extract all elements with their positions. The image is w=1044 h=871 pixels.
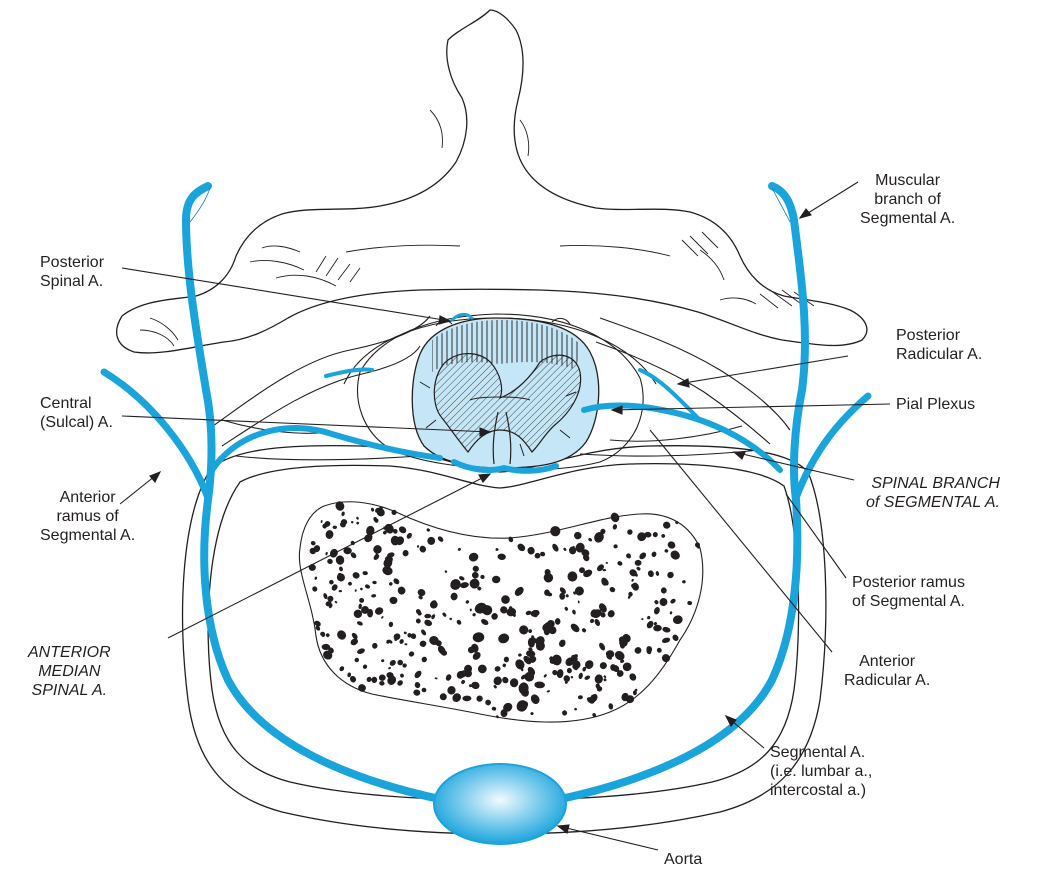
label-line: intercostal a.) <box>770 781 872 800</box>
label-line: ramus of <box>40 507 135 526</box>
label-line: Radicular A. <box>844 671 930 690</box>
label-line: of SEGMENTAL A. <box>866 493 1000 512</box>
label-line: Aorta <box>664 850 702 869</box>
label-muscular-branch: Muscular branch of Segmental A. <box>860 171 955 228</box>
label-line: Radicular A. <box>896 345 982 364</box>
label-spinal-branch: SPINAL BRANCH of SEGMENTAL A. <box>866 474 1000 512</box>
label-posterior-radicular: Posterior Radicular A. <box>896 326 982 364</box>
vertebral-arch <box>117 10 867 353</box>
bone-speck <box>568 571 578 581</box>
label-line: Central <box>40 394 113 413</box>
label-central-sulcal: Central (Sulcal) A. <box>40 394 113 432</box>
label-anterior-radicular: Anterior Radicular A. <box>844 652 930 690</box>
label-line: Segmental A. <box>770 743 872 762</box>
label-line: Segmental A. <box>40 526 135 545</box>
aorta <box>434 764 566 844</box>
spinal-cord <box>412 318 598 468</box>
bone-speck <box>635 560 642 566</box>
label-line: Spinal A. <box>40 272 104 291</box>
label-line: of Segmental A. <box>852 592 965 611</box>
label-pial-plexus: Pial Plexus <box>896 395 975 414</box>
label-line: SPINAL BRANCH <box>866 474 1000 493</box>
bone-speck <box>470 609 472 612</box>
label-line: MEDIAN <box>28 662 111 681</box>
label-line: Posterior ramus <box>852 573 965 592</box>
label-line: SPINAL A. <box>28 681 111 700</box>
cancellous-bone <box>299 500 702 722</box>
bone-speck <box>449 618 452 620</box>
label-anterior-median-spinal: ANTERIOR MEDIAN SPINAL A. <box>28 643 111 700</box>
bone-speck <box>333 526 337 529</box>
label-line: Segmental A. <box>860 209 955 228</box>
label-line: (Sulcal) A. <box>40 413 113 432</box>
label-posterior-ramus: Posterior ramus of Segmental A. <box>852 573 965 611</box>
label-segmental: Segmental A. (i.e. lumbar a., intercosta… <box>770 743 872 800</box>
label-anterior-ramus: Anterior ramus of Segmental A. <box>40 488 135 545</box>
label-aorta: Aorta <box>664 850 702 869</box>
label-posterior-spinal: Posterior Spinal A. <box>40 253 104 291</box>
label-line: branch of <box>860 190 955 209</box>
label-line: Muscular <box>860 171 955 190</box>
label-line: Posterior <box>896 326 982 345</box>
label-line: Posterior <box>40 253 104 272</box>
label-line: Pial Plexus <box>896 395 975 414</box>
bone-speck <box>555 618 561 625</box>
bone-speck <box>603 569 606 571</box>
label-line: Anterior <box>844 652 930 671</box>
label-line: Anterior <box>40 488 135 507</box>
label-line: (i.e. lumbar a., <box>770 762 872 781</box>
label-line: ANTERIOR <box>28 643 111 662</box>
